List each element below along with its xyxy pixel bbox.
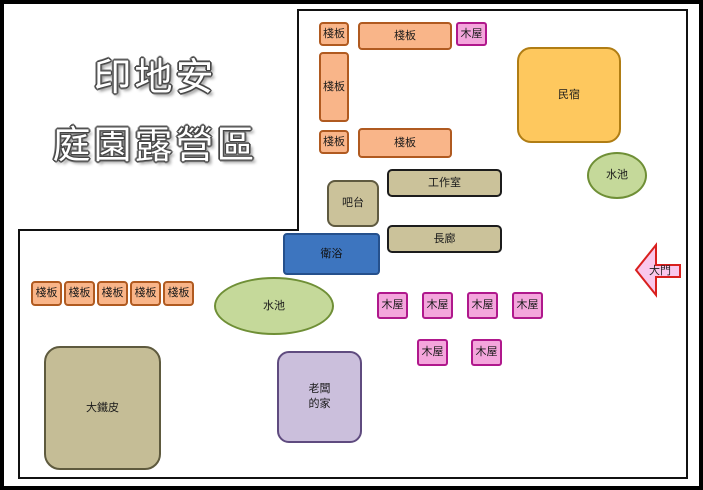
deck[interactable]: 棧板: [358, 128, 452, 158]
cabin[interactable]: 木屋: [512, 292, 543, 319]
deck[interactable]: 棧板: [163, 281, 194, 306]
iron-roof-shed[interactable]: 大鐵皮: [44, 346, 161, 470]
boss-home-label-1: 老闆: [308, 382, 331, 396]
corridor[interactable]: 長廊: [387, 225, 502, 253]
pond-small[interactable]: 水池: [587, 152, 647, 199]
deck[interactable]: 棧板: [319, 130, 349, 154]
bathroom[interactable]: 衛浴: [283, 233, 380, 275]
workshop[interactable]: 工作室: [387, 169, 502, 197]
campground-outline: [18, 9, 688, 479]
deck[interactable]: 棧板: [130, 281, 161, 306]
deck[interactable]: 棧板: [358, 22, 452, 50]
cabin[interactable]: 木屋: [471, 339, 502, 366]
title-line-2: 庭園露營區: [52, 123, 258, 167]
deck[interactable]: 棧板: [64, 281, 95, 306]
cabin[interactable]: 木屋: [417, 339, 448, 366]
cabin[interactable]: 木屋: [422, 292, 453, 319]
deck[interactable]: 棧板: [319, 52, 349, 122]
boss-home-label-2: 的家: [308, 397, 331, 410]
bar-counter[interactable]: 吧台: [327, 180, 379, 227]
deck[interactable]: 棧板: [31, 281, 62, 306]
title-line-1: 印地安: [93, 55, 217, 99]
gate-arrow-icon: [634, 242, 681, 298]
cabin[interactable]: 木屋: [456, 22, 487, 46]
deck[interactable]: 棧板: [97, 281, 128, 306]
cabin[interactable]: 木屋: [467, 292, 498, 319]
boss-home[interactable]: 老闆 的家: [277, 351, 362, 443]
minsu-building[interactable]: 民宿: [517, 47, 621, 143]
pond-large[interactable]: 水池: [214, 277, 334, 335]
deck[interactable]: 棧板: [319, 22, 349, 46]
gate-label: 大門: [649, 264, 671, 277]
cabin[interactable]: 木屋: [377, 292, 408, 319]
